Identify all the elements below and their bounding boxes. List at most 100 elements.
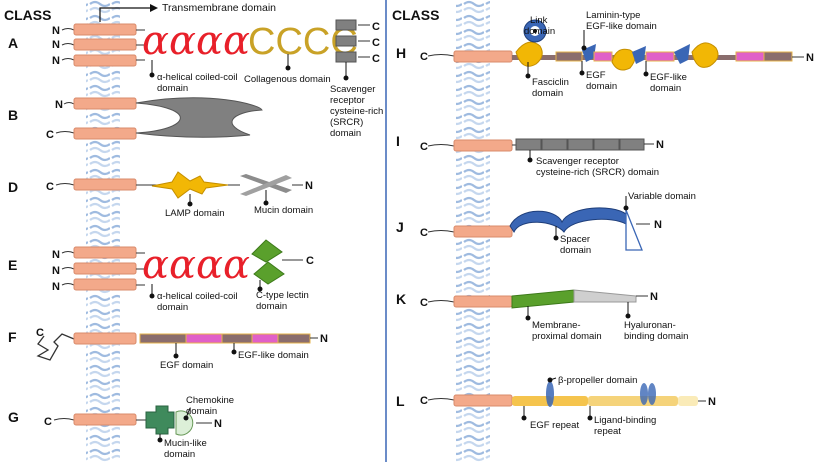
- e-n1: N: [52, 249, 60, 261]
- i-tail: [427, 144, 455, 147]
- l-l1: β-propeller domain: [558, 375, 637, 386]
- l-ptr1: [549, 377, 557, 381]
- class-l-letter: L: [396, 393, 405, 409]
- b-loop: [135, 97, 263, 138]
- h-fasciclin1: [515, 41, 543, 67]
- a-l6: cysteine-rich: [330, 106, 383, 117]
- a-n1: N: [52, 25, 60, 37]
- i-srcr5: [619, 138, 645, 151]
- j-variable: [625, 209, 643, 251]
- h-n: N: [806, 52, 814, 64]
- i-srcr2: [541, 138, 568, 151]
- class-b-letter: B: [8, 107, 18, 123]
- f-c: C: [36, 327, 44, 339]
- j-l2: Spacer: [560, 234, 590, 245]
- e-alpha: αααα: [142, 242, 250, 288]
- class-h-letter: H: [396, 45, 406, 61]
- k-dot2: [625, 313, 631, 319]
- h-dot-fas: [525, 73, 531, 79]
- l-egf-repeat2: [552, 396, 588, 406]
- f-tail: [36, 333, 75, 361]
- d-dot2: [263, 200, 269, 206]
- h-l8: domain: [586, 81, 617, 92]
- j-tm: [453, 225, 513, 238]
- g-l1: Chemokine: [186, 395, 234, 406]
- class-k-letter: K: [396, 291, 406, 307]
- f-egf3: [277, 333, 311, 344]
- tm-arrowhead: [150, 4, 158, 12]
- d-n: N: [305, 180, 313, 192]
- k-membrane-proximal: [511, 289, 575, 309]
- b-tm1: [73, 97, 137, 110]
- j-c: C: [420, 227, 428, 239]
- a-srcr3: [335, 51, 357, 63]
- g-n: N: [214, 418, 222, 430]
- f-dot2: [231, 349, 237, 355]
- b-n: N: [55, 99, 63, 111]
- a-n3: N: [52, 55, 60, 67]
- class-j-letter: J: [396, 219, 404, 235]
- a-tm2: [73, 38, 137, 51]
- h-egflike1: [593, 51, 613, 62]
- g-c: C: [44, 416, 52, 428]
- h-l6: domain: [532, 88, 563, 99]
- d-dot1: [187, 201, 193, 207]
- l-dot3: [587, 415, 593, 421]
- h-dot-egfl: [643, 71, 649, 77]
- d-l1: LAMP domain: [165, 208, 225, 219]
- i-l1: Scavenger receptor: [536, 156, 619, 167]
- a-dot2: [285, 65, 291, 71]
- a-c1: C: [372, 21, 380, 33]
- e-tail2: [61, 267, 75, 270]
- k-l1: Membrane-: [532, 320, 581, 331]
- e-n2: N: [52, 265, 60, 277]
- g-l4: domain: [164, 449, 195, 460]
- k-dot1: [525, 315, 531, 321]
- a-dot1: [149, 72, 155, 78]
- k-tm: [453, 295, 513, 308]
- class-d-letter: D: [8, 179, 18, 195]
- e-tm1: [73, 246, 137, 259]
- j-n: N: [654, 219, 662, 231]
- i-dot: [527, 157, 533, 163]
- class-g-letter: G: [8, 409, 19, 425]
- j-l3: domain: [560, 245, 591, 256]
- g-mucin: [145, 405, 175, 435]
- e-l4: domain: [256, 301, 287, 312]
- f-n: N: [320, 333, 328, 345]
- l-l4: repeat: [594, 426, 621, 437]
- l-egf-repeat1: [512, 396, 552, 406]
- l-ligand: [588, 396, 678, 406]
- a-l5: receptor: [330, 95, 365, 106]
- a-srcr1: [335, 19, 357, 31]
- e-lectin-1: [251, 239, 283, 263]
- a-l8: domain: [330, 128, 361, 139]
- h-fasciclin3: [691, 42, 719, 68]
- k-l3: Hyaluronan-: [624, 320, 676, 331]
- e-l3: C-type lectin: [256, 290, 309, 301]
- j-tail: [427, 230, 455, 233]
- a-tm1: [73, 23, 137, 36]
- tm-pointer: [99, 7, 150, 22]
- h-egf2: [763, 51, 793, 62]
- f-dot1: [173, 353, 179, 359]
- g-l3: Mucin-like: [164, 438, 207, 449]
- k-c: C: [420, 297, 428, 309]
- h-l2: domain: [524, 26, 555, 37]
- h-l3: Laminin-type: [586, 10, 640, 21]
- e-n3: N: [52, 281, 60, 293]
- f-egf1: [139, 333, 187, 344]
- a-l3: Collagenous domain: [244, 74, 331, 85]
- h-l7: EGF: [586, 70, 606, 81]
- a-tail3: [61, 58, 75, 61]
- l-propeller3: [648, 383, 656, 405]
- header-left: CLASS: [4, 7, 51, 23]
- l-c: C: [420, 395, 428, 407]
- a-dot3: [343, 75, 349, 81]
- class-i-letter: I: [396, 133, 400, 149]
- f-egflike1: [185, 333, 223, 344]
- g-l2: domain: [186, 406, 217, 417]
- e-c: C: [306, 255, 314, 267]
- h-l10: domain: [650, 83, 681, 94]
